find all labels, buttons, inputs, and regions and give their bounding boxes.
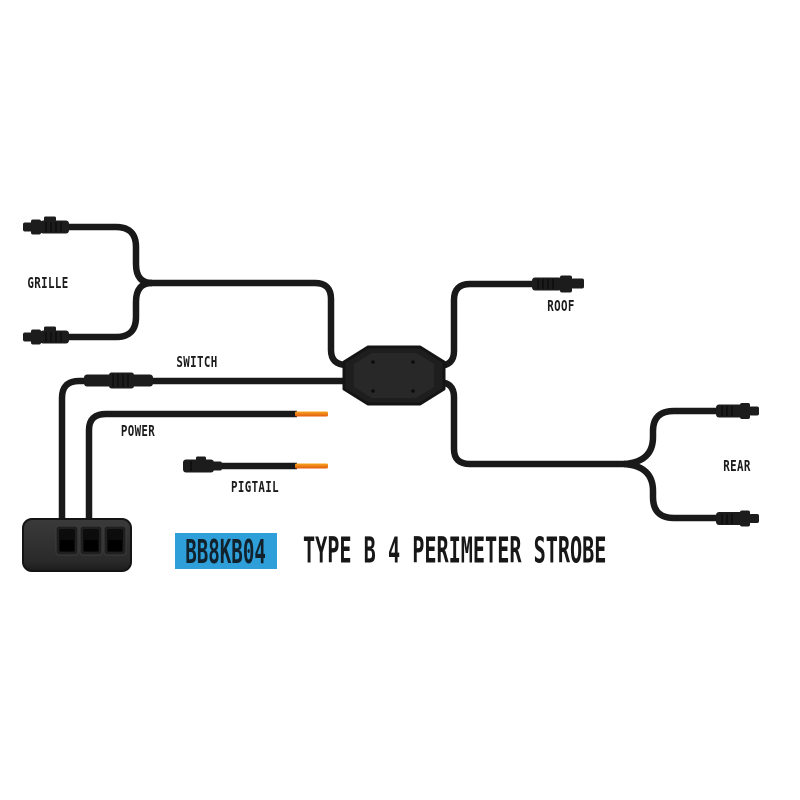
rear-wire-top [623, 407, 720, 468]
grille-label: GRILLE [27, 274, 69, 292]
power-label: POWER [120, 422, 156, 440]
rocker-switch-3 [103, 525, 127, 556]
rear-wire-bottom [623, 460, 720, 522]
rear-connector-top [716, 403, 759, 419]
power-wire [85, 410, 297, 522]
sku-text: BB8KB04 [185, 531, 267, 571]
grille-connector-top [23, 216, 69, 235]
hub-top-face [354, 353, 434, 398]
roof-wire [430, 280, 540, 370]
grille-connector-bottom [23, 326, 69, 345]
junction-hub [342, 345, 446, 406]
switch-wire [58, 377, 358, 522]
grille-main-wire [146, 279, 360, 369]
hub-screws [371, 360, 415, 393]
grille-wire-top [64, 223, 153, 287]
rocker-switch-panel [22, 518, 132, 572]
pigtail-label: PIGTAIL [230, 478, 280, 496]
roof-label: ROOF [547, 297, 575, 315]
roof-connector [532, 275, 584, 293]
rocker-switch-2 [79, 525, 103, 556]
pigtail-connector [183, 456, 222, 473]
rocker-switch-1 [55, 525, 79, 556]
product-title: TYPE B 4 PERIMETER STROBE [303, 530, 607, 572]
rear-connector-bottom [716, 510, 759, 527]
pigtail-stripped-wire-tip [295, 463, 328, 469]
sku-badge: BB8KB04 [175, 531, 277, 571]
rear-main-wire [430, 378, 628, 468]
power-stripped-wire-tip [295, 411, 328, 417]
switch-inline-connector [84, 372, 153, 389]
switch-label: SWITCH [176, 353, 218, 371]
rear-label: REAR [723, 457, 751, 475]
grille-wire-bottom [64, 279, 153, 341]
